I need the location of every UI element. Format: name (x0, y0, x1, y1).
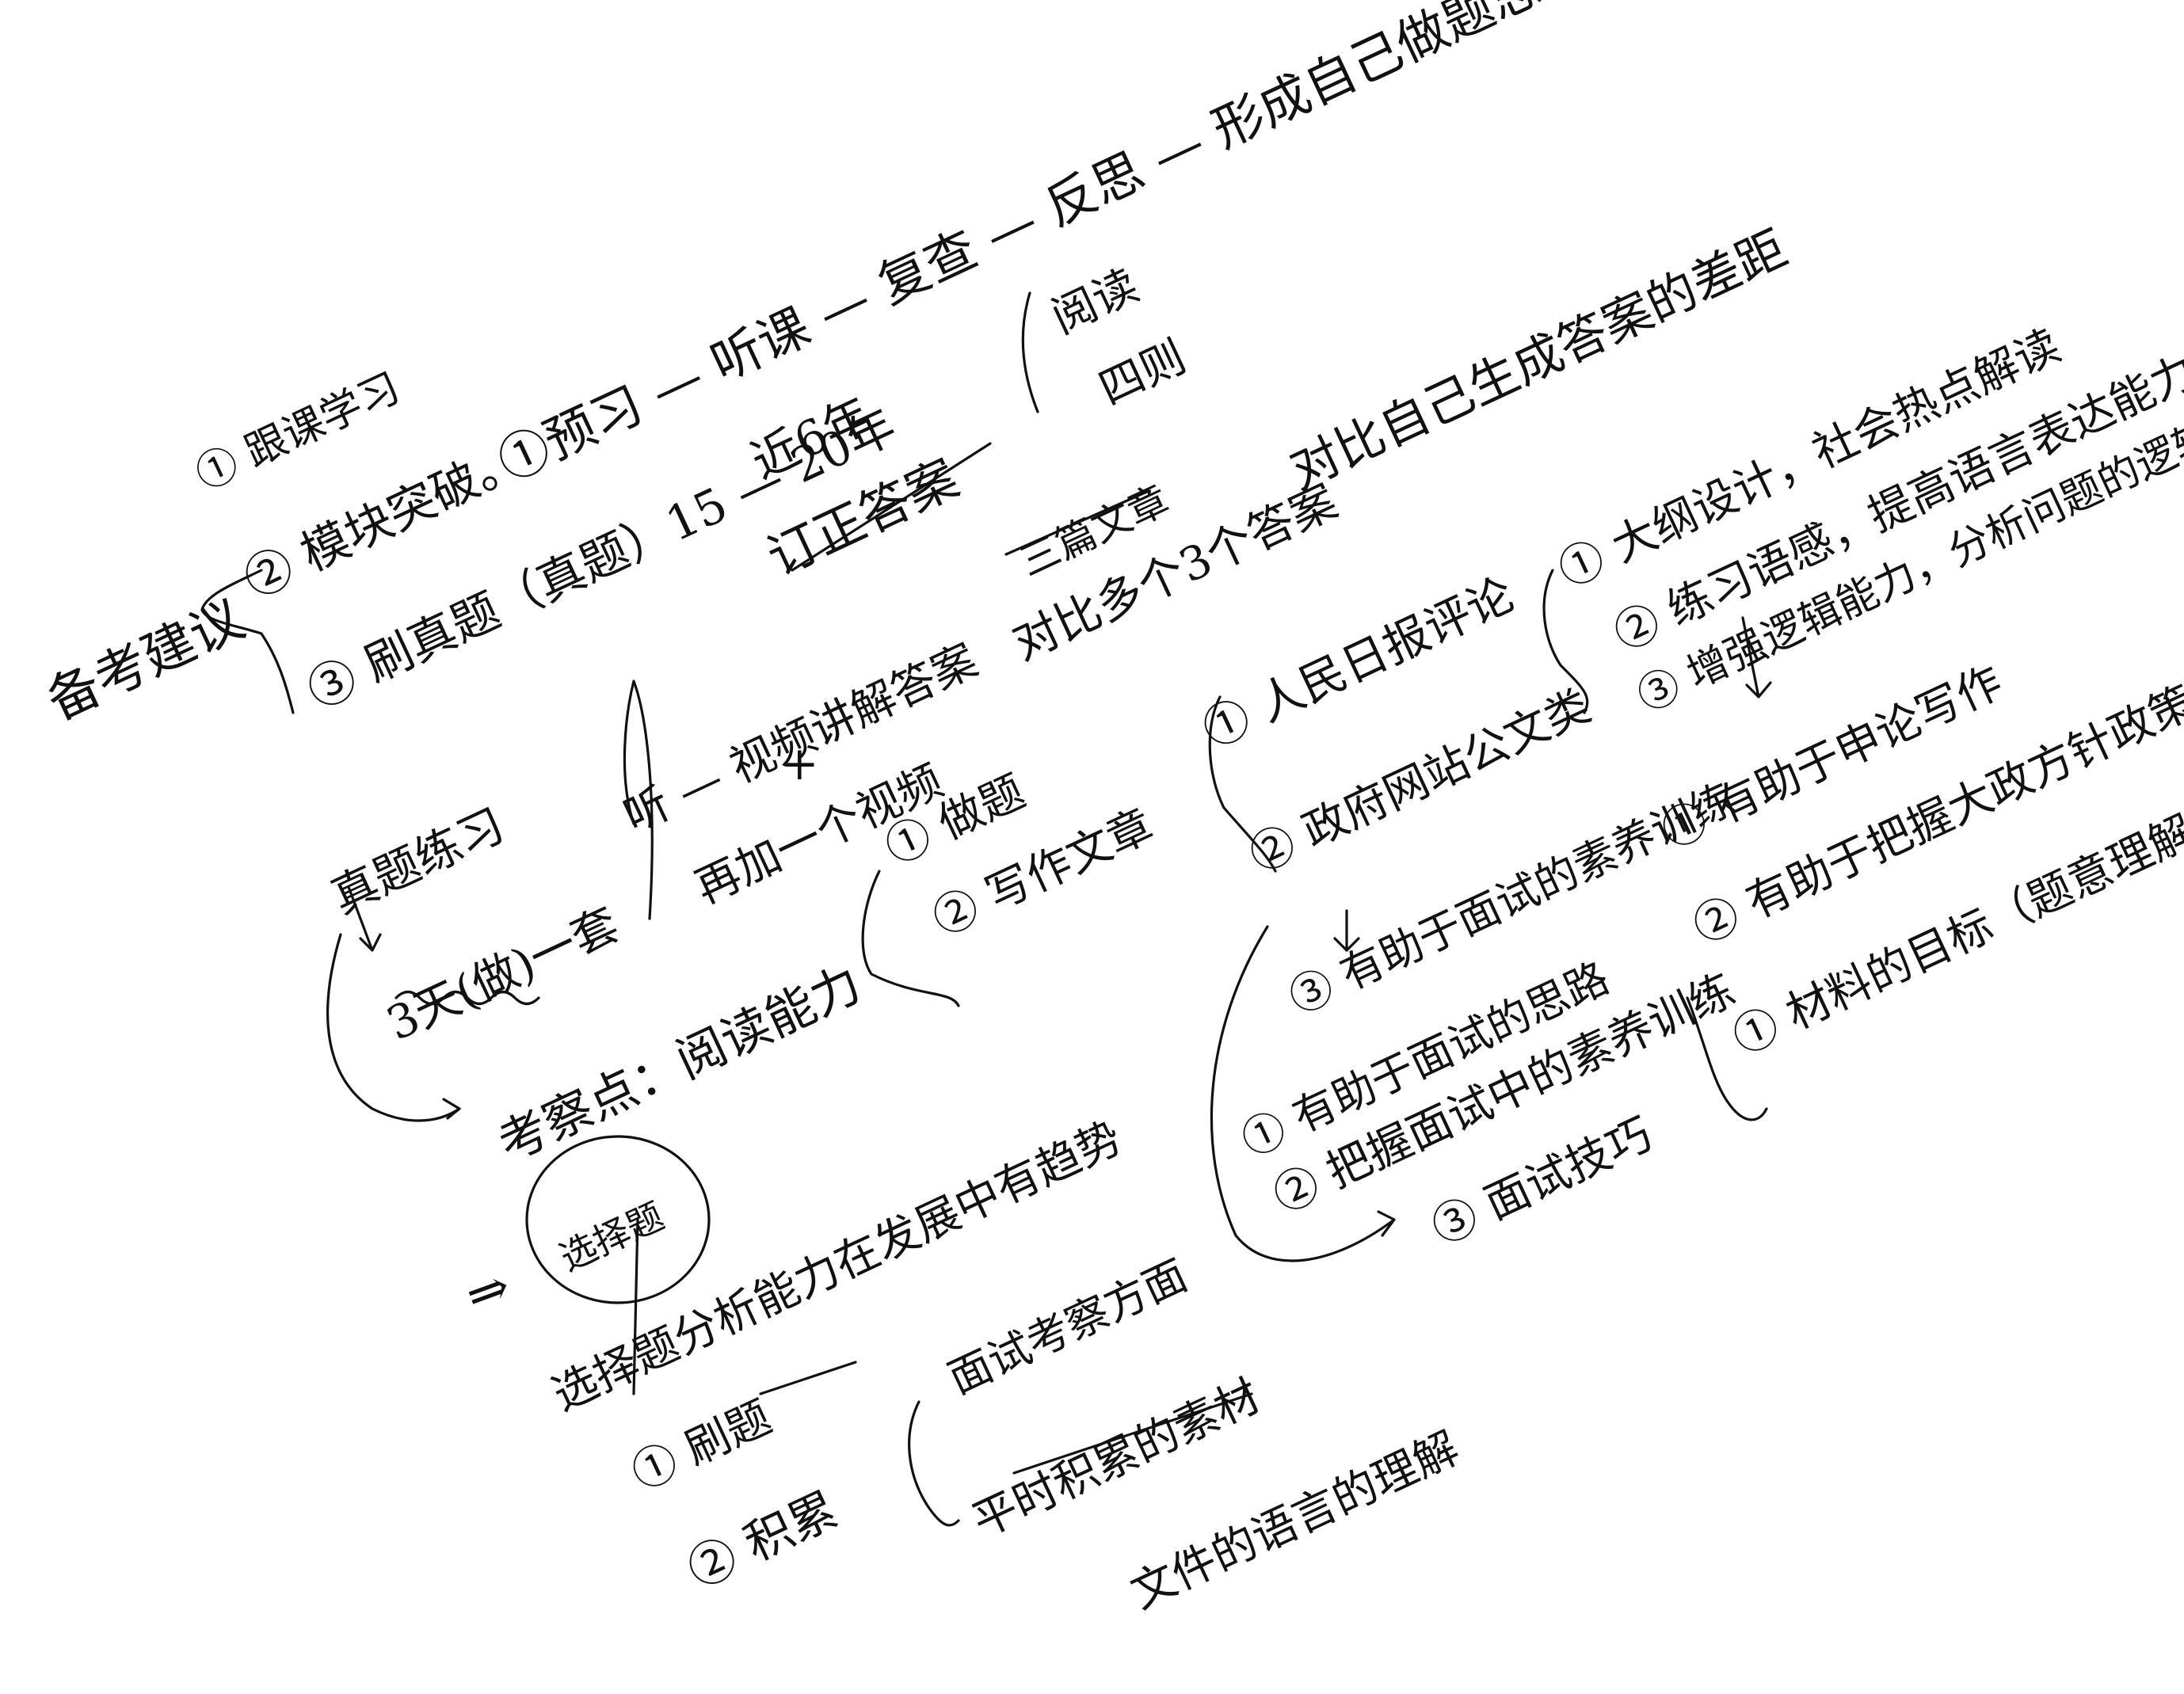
wavy-underline (394, 990, 540, 1006)
brace-skills (1021, 291, 1039, 413)
plus-sign: + (780, 737, 819, 790)
brace-materials (1686, 996, 1768, 1121)
brace-interview (908, 1400, 960, 1527)
brace-right-list (1542, 569, 1589, 714)
selection-vline (632, 1218, 639, 1395)
main-brace (200, 569, 295, 714)
circle-select (525, 1135, 711, 1304)
underline-compare (1004, 489, 1150, 556)
curve-to-exam-point (326, 933, 461, 1122)
underline-accumulate (1012, 1392, 1253, 1475)
arrow-down-right (1741, 616, 1772, 699)
underline-check-answers (791, 442, 992, 572)
underline-brush (759, 1361, 857, 1395)
curve-to-interview (1210, 925, 1396, 1262)
arrow-down-comment (1333, 909, 1360, 952)
arrow-true-practice (347, 885, 382, 952)
brace-listen (623, 680, 654, 920)
brace-do-write (861, 870, 960, 1007)
brace-peoples (1208, 695, 1277, 873)
